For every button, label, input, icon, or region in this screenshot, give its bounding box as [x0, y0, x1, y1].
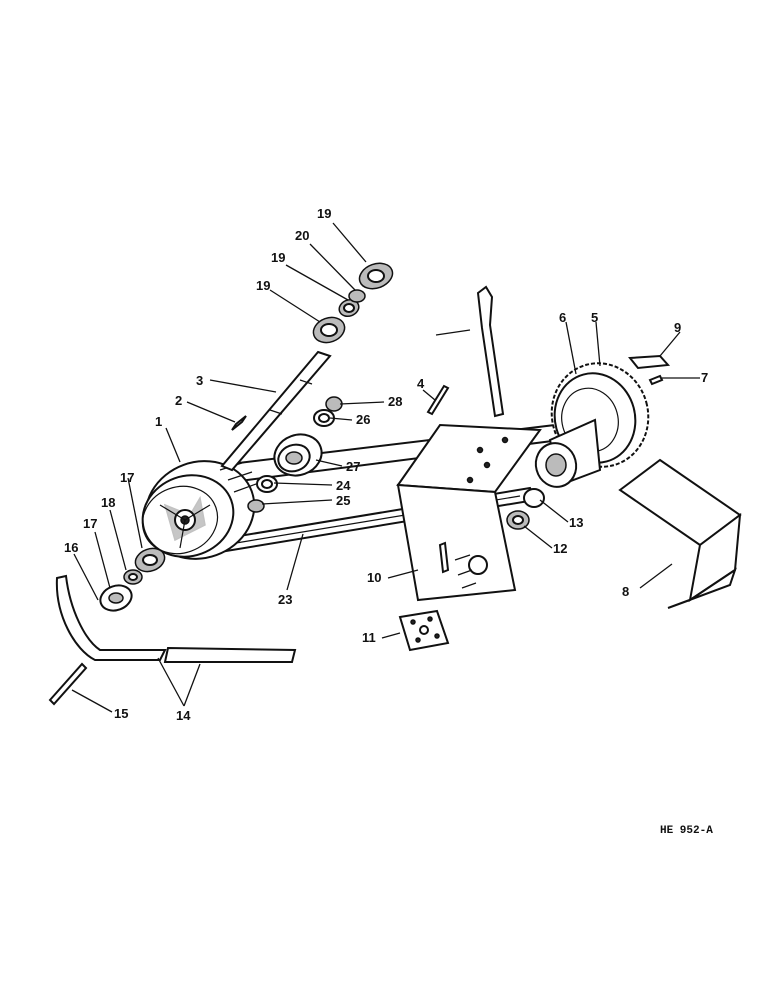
callouts: 19 20 19 19 3 2 1 28 26 27 24 25 23 4 6 … [64, 206, 708, 723]
callout-21: 20 [295, 228, 309, 243]
callout-3: 3 [196, 373, 203, 388]
callout-20: 19 [271, 250, 285, 265]
callout-23: 24 [336, 478, 351, 493]
callout-4: 4 [417, 376, 425, 391]
callout-19-top: 19 [317, 206, 331, 221]
support-rod [476, 285, 505, 418]
shield [55, 574, 297, 663]
mounting-plate [398, 609, 450, 652]
callout-8: 8 [622, 584, 629, 599]
mounting-bracket [396, 423, 542, 602]
figure-reference-code: HE 952-A [660, 825, 713, 837]
clip [628, 354, 671, 370]
callout-27: 28 [388, 394, 402, 409]
idler-parts [247, 396, 343, 513]
leader-lines [71, 222, 700, 713]
pin [648, 374, 664, 386]
bolt [48, 662, 88, 706]
callout-14: 14 [176, 708, 191, 723]
callout-22: 23 [278, 592, 292, 607]
idler-pulley [273, 433, 323, 477]
callout-19-lower: 19 [256, 278, 270, 293]
callout-16: 16 [64, 540, 78, 555]
callout-10: 10 [367, 570, 381, 585]
callout-12: 12 [553, 541, 567, 556]
callout-2: 2 [175, 393, 182, 408]
callout-18: 18 [101, 495, 115, 510]
callout-17-right: 17 [120, 470, 134, 485]
callout-15: 15 [114, 706, 128, 721]
callout-25: 26 [356, 412, 370, 427]
callout-7: 7 [701, 370, 708, 385]
callout-13: 13 [569, 515, 583, 530]
drive-shaft [220, 350, 332, 472]
callout-17-left: 17 [83, 516, 97, 531]
hub-bearing-parts [506, 488, 545, 530]
callout-1: 1 [155, 414, 162, 429]
callout-6: 6 [559, 310, 566, 325]
upper-bearing-stack [312, 262, 394, 344]
callout-26: 27 [346, 459, 360, 474]
lower-bearing-stack [99, 547, 166, 612]
callout-11: 11 [362, 630, 376, 645]
drive-pulley [141, 460, 257, 560]
callout-9: 9 [674, 320, 681, 335]
stud [426, 384, 450, 416]
shaft-key [231, 415, 247, 431]
sprocket-hub [534, 362, 650, 488]
cover-guard [618, 458, 742, 609]
callout-24: 25 [336, 493, 350, 508]
callout-5: 5 [591, 310, 598, 325]
